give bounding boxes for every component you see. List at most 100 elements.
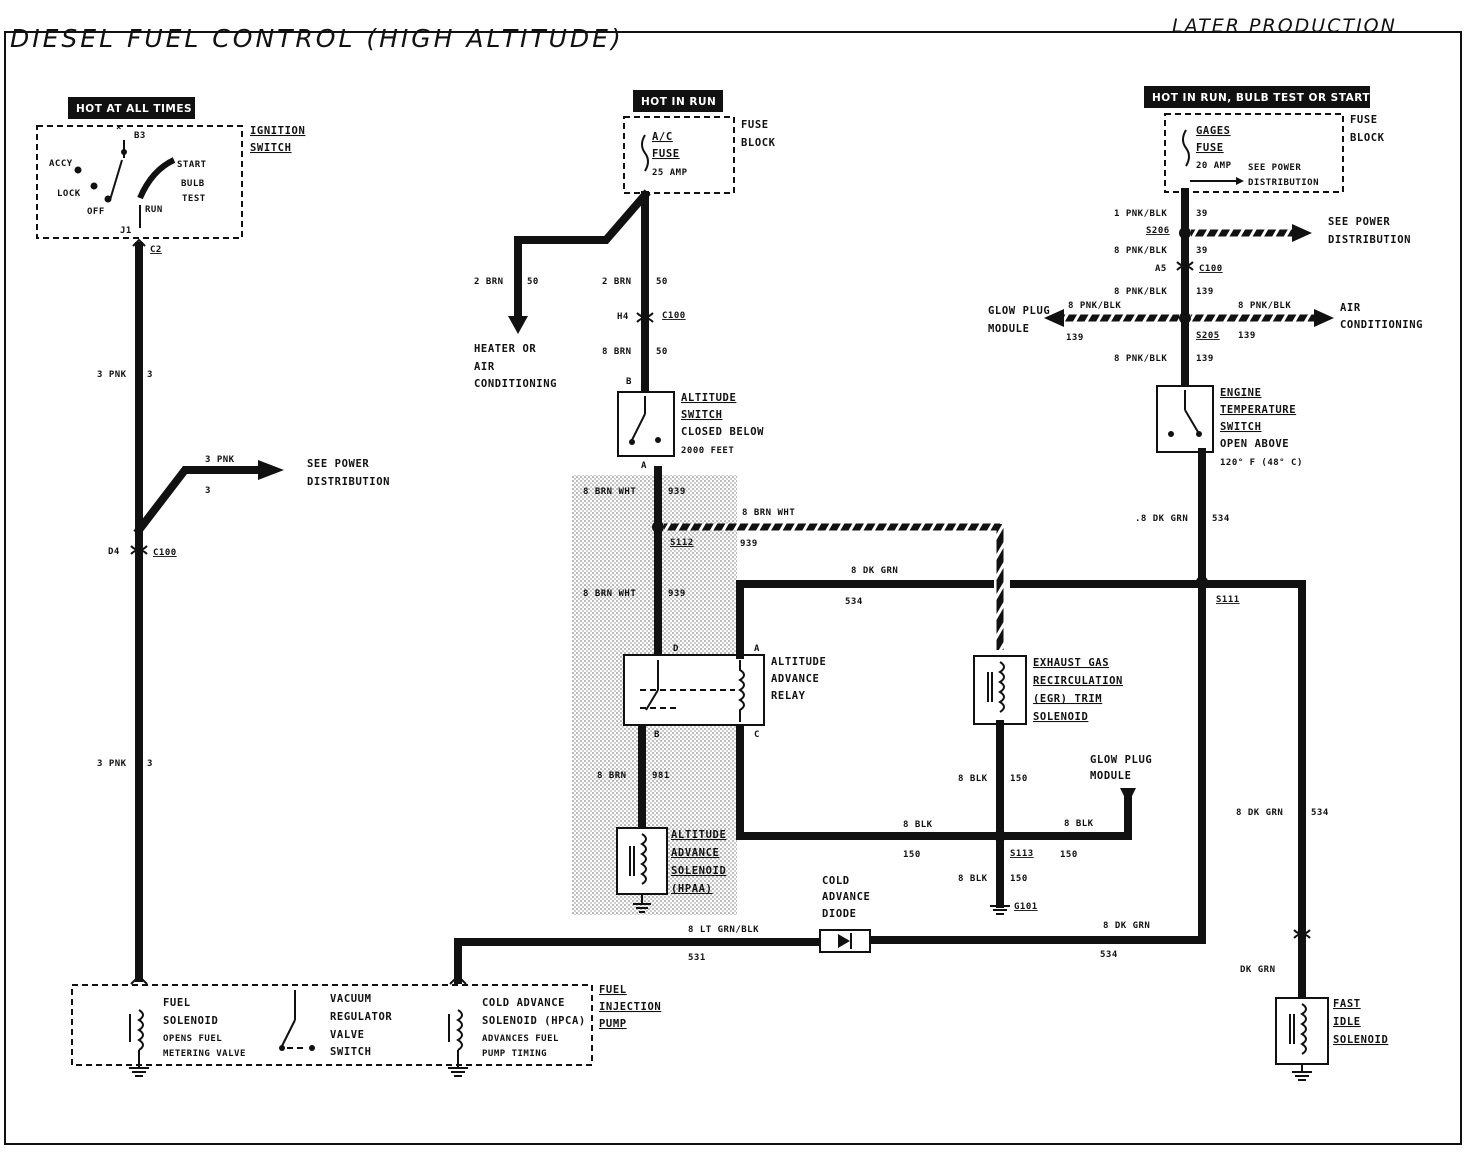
splice-s111 (1196, 576, 1208, 588)
wiring-label: 50 (656, 347, 668, 357)
wiring-label: EXHAUST GAS (1033, 657, 1109, 669)
wiring-label: GLOW PLUG (988, 305, 1050, 317)
wiring-label: (HPAA) (671, 883, 713, 895)
wiring-label: G101 (1014, 902, 1038, 912)
wiring-label: 8 DK GRN (1103, 921, 1150, 931)
wiring-label: DIODE (822, 908, 857, 920)
wiring-label: C100 (153, 548, 177, 558)
wiring-label: C (754, 730, 760, 740)
wiring-label: 50 (656, 277, 668, 287)
wiring-label: 39 (1196, 246, 1208, 256)
wiring-label: FUEL (163, 997, 191, 1009)
splice-s113 (994, 830, 1006, 842)
wiring-label: BLOCK (1350, 132, 1385, 144)
wiring-label: S205 (1196, 331, 1220, 341)
wire-8-lt-grn-blk (454, 938, 824, 984)
wiring-label: 8 BRN WHT (583, 589, 636, 599)
wiring-label: ACCY (49, 159, 73, 169)
wiring-label: CONDITIONING (1340, 319, 1423, 331)
wiring-label: 531 (688, 953, 706, 963)
wiring-label: 20 AMP (1196, 161, 1232, 171)
wiring-label: OPEN ABOVE (1220, 438, 1289, 450)
wiring-label: 3 (147, 370, 153, 380)
wiring-label: D4 (108, 547, 120, 557)
wiring-label: 139 (1196, 287, 1214, 297)
wiring-label: 8 PNK/BLK (1238, 301, 1291, 311)
wiring-label: 8 BLK (958, 774, 988, 784)
wiring-label: COLD (822, 875, 850, 887)
glow-plug-pin-icon (1120, 788, 1136, 804)
wiring-label: FUSE (652, 148, 680, 160)
splice-s205 (1179, 312, 1191, 324)
wiring-label: 25 AMP (652, 168, 688, 178)
fast-idle-solenoid: FAST IDLE SOLENOID (1275, 997, 1388, 1081)
wiring-label: PUMP TIMING (482, 1049, 547, 1059)
wiring-label: 8 PNK/BLK (1114, 246, 1167, 256)
splice-s206 (1179, 227, 1191, 239)
wiring-label: DISTRIBUTION (307, 476, 390, 488)
wiring-label: 3 PNK (97, 759, 127, 769)
wiring-label: OPENS FUEL (163, 1034, 222, 1044)
wiring-label: TEMPERATURE (1220, 404, 1296, 416)
relay-coil-icon (738, 660, 745, 722)
wiring-label: BLOCK (741, 137, 776, 149)
arrow-heater (508, 316, 528, 334)
wiring-label: 8 BRN (597, 771, 627, 781)
wiring-label: 3 PNK (205, 455, 235, 465)
wire-8-blk-relay (736, 724, 1004, 840)
wiring-label: SWITCH (681, 409, 723, 421)
fuel-injection-pump: FUEL SOLENOID OPENS FUEL METERING VALVE … (71, 974, 661, 1077)
ignition-switch: × B3 ACCY LOCK OFF RUN START BULB TEST J… (36, 123, 305, 255)
wiring-label: SOLENOID (1333, 1034, 1388, 1046)
wiring-label: CONDITIONING (474, 378, 557, 390)
wiring-label: 8 BLK (903, 820, 933, 830)
wiring-label: INJECTION (599, 1001, 661, 1013)
wiring-label: .8 DK GRN (1135, 514, 1188, 524)
wiring-label: ADVANCE (671, 847, 719, 859)
gages-fuse: GAGES FUSE 20 AMP SEE POWER DISTRIBUTION… (1164, 113, 1385, 193)
wiring-label: 120° F (48° C) (1220, 458, 1303, 468)
ground-g101 (990, 905, 1010, 915)
wiring-label: S112 (670, 538, 694, 548)
wiring-label: RELAY (771, 690, 806, 702)
wiring-label: 1 PNK/BLK (1114, 209, 1167, 219)
wiring-label: IGNITION (250, 125, 305, 137)
wiring-label: ALTITUDE (771, 656, 826, 668)
wiring-label: FUSE (1350, 114, 1378, 126)
wire-8-dk-grn-diode (866, 576, 1206, 944)
wiring-label: VACUUM (330, 993, 372, 1005)
wiring-label: 139 (1066, 333, 1084, 343)
wiring-label: J1 (120, 226, 132, 236)
wiring-label: 8 LT GRN/BLK (688, 925, 759, 935)
wiring-label: CLOSED BELOW (681, 426, 764, 438)
wiring-label: RECIRCULATION (1033, 675, 1123, 687)
wiring-label: REGULATOR (330, 1011, 392, 1023)
wire-8-dk-grn-relay (736, 580, 994, 659)
wiring-label: DK GRN (1240, 965, 1276, 975)
wiring-label: 139 (1238, 331, 1256, 341)
production-label: LATER PRODUCTION (1172, 15, 1397, 37)
wiring-label: HOT IN RUN (641, 96, 716, 108)
wiring-label: ENGINE (1220, 387, 1262, 399)
arrow-see-power-left (258, 460, 284, 480)
wiring-label: GLOW PLUG (1090, 754, 1152, 766)
wiring-label: 8 PNK/BLK (1068, 301, 1121, 311)
wiring-label: BULB (181, 179, 205, 189)
arrow-glow-plug (1044, 309, 1064, 327)
wiring-label: FUEL (599, 984, 627, 996)
wiring-label: LOCK (57, 189, 81, 199)
wiring-label: B (654, 730, 660, 740)
wiring-label: 939 (668, 589, 686, 599)
wiring-label: ADVANCE (822, 891, 870, 903)
wiring-label: DISTRIBUTION (1248, 178, 1319, 188)
altitude-advance-relay: D B A C ALTITUDE ADVANCE RELAY (623, 644, 826, 740)
wiring-label: SEE POWER (307, 458, 369, 470)
wiring-label: TEST (182, 194, 206, 204)
wiring-label: S206 (1146, 226, 1170, 236)
wiring-label: A (641, 461, 647, 471)
splice-s112 (652, 521, 664, 533)
wiring-label: MODULE (988, 323, 1030, 335)
wiring-label: ALTITUDE (681, 392, 736, 404)
